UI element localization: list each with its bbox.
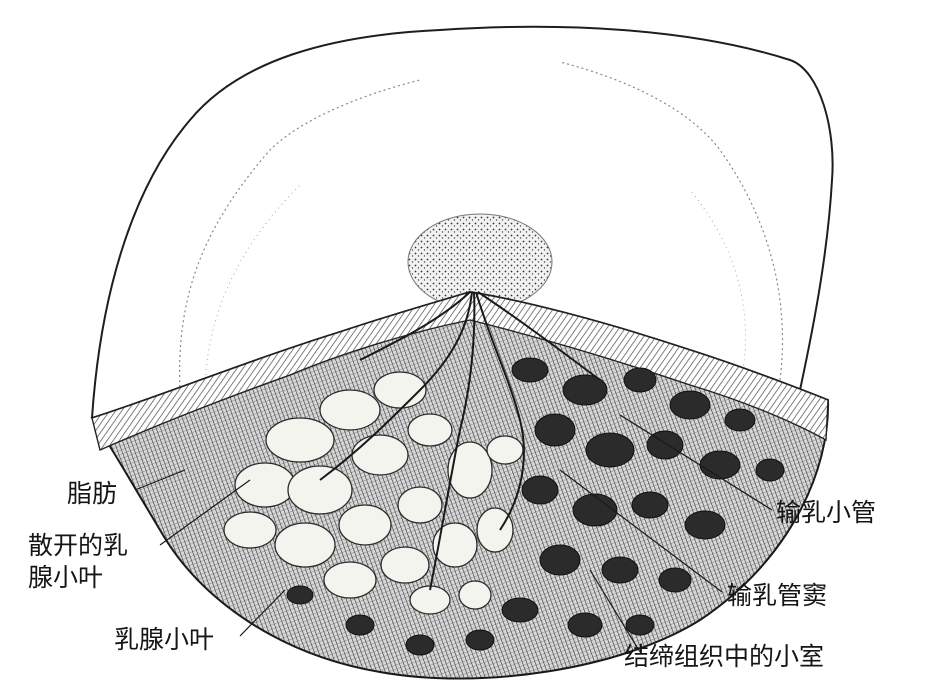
label-fat: 脂肪 xyxy=(67,479,118,508)
label-mammary-lobules: 乳腺小叶 xyxy=(114,625,215,654)
label-lactiferous-ductules: 输乳小管 xyxy=(776,498,877,527)
connective-tissue-chambers xyxy=(286,357,785,656)
label-scattered-lobules-line2: 腺小叶 xyxy=(28,563,104,592)
label-scattered-lobules-line1: 散开的乳 xyxy=(28,531,129,560)
shading-left xyxy=(178,79,421,393)
label-connective-tissue-chambers: 结缔组织中的小室 xyxy=(624,642,825,671)
skin-outline xyxy=(91,25,834,419)
lactiferous-ducts xyxy=(319,291,601,591)
leader-lines xyxy=(134,414,773,653)
label-lactiferous-sinus: 输乳管窦 xyxy=(727,581,828,610)
label-scattered-lobules: 散开的乳 腺小叶 xyxy=(28,530,128,594)
fat-layer xyxy=(91,291,829,451)
mammary-lobules xyxy=(223,371,524,615)
